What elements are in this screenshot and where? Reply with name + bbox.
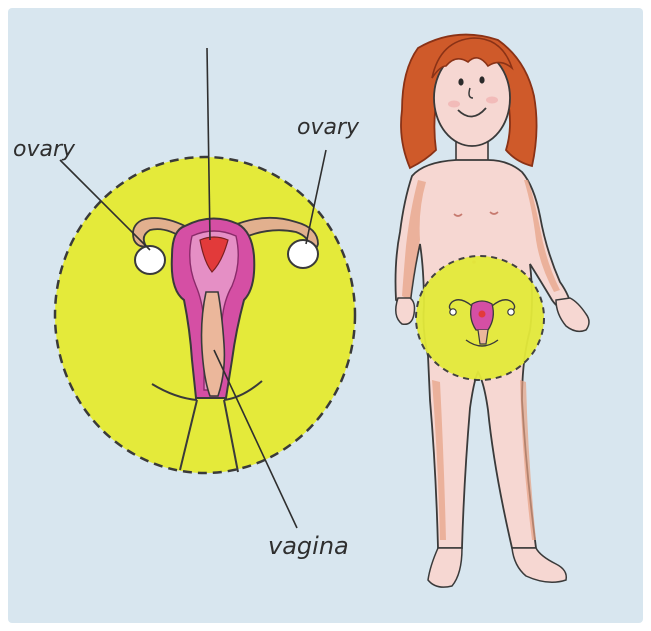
- small-uterus-core: [479, 311, 486, 318]
- label-ovary-left: ovary: [13, 137, 76, 162]
- hand-left: [396, 298, 415, 324]
- eye-right: [479, 76, 484, 83]
- vaginal-canal: [202, 292, 225, 396]
- small-ovary-right: [508, 309, 514, 315]
- cheek-right: [486, 97, 498, 104]
- small-canal: [478, 330, 488, 344]
- label-vagina: vagina: [268, 532, 349, 560]
- ovary-right-shape: [288, 240, 318, 268]
- eye-left: [458, 78, 463, 85]
- ovary-left-shape: [135, 246, 165, 274]
- small-ovary-left: [450, 309, 456, 315]
- label-ovary-right: ovary: [297, 115, 360, 140]
- cheek-left: [448, 101, 460, 108]
